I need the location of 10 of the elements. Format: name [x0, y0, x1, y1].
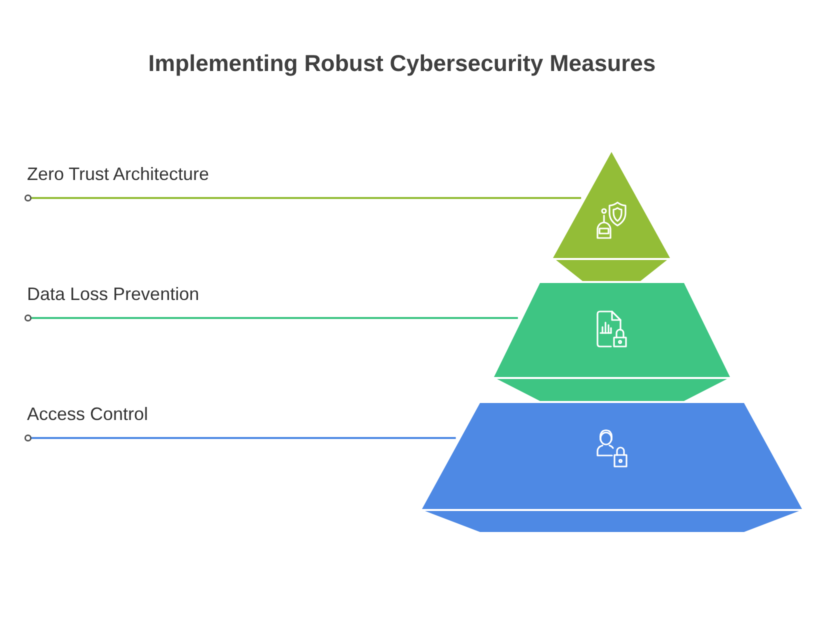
tier-label: Zero Trust Architecture [27, 163, 210, 185]
pyramid-tier [494, 283, 730, 401]
tier-label: Data Loss Prevention [27, 283, 200, 305]
tier-label: Access Control [27, 403, 148, 425]
leader-line [24, 194, 582, 202]
leader-line [24, 314, 518, 322]
title: Implementing Robust Cybersecurity Measures [148, 49, 656, 77]
leader-line [24, 434, 456, 442]
pyramid-tier [553, 152, 670, 281]
pyramid-tier [422, 403, 802, 532]
